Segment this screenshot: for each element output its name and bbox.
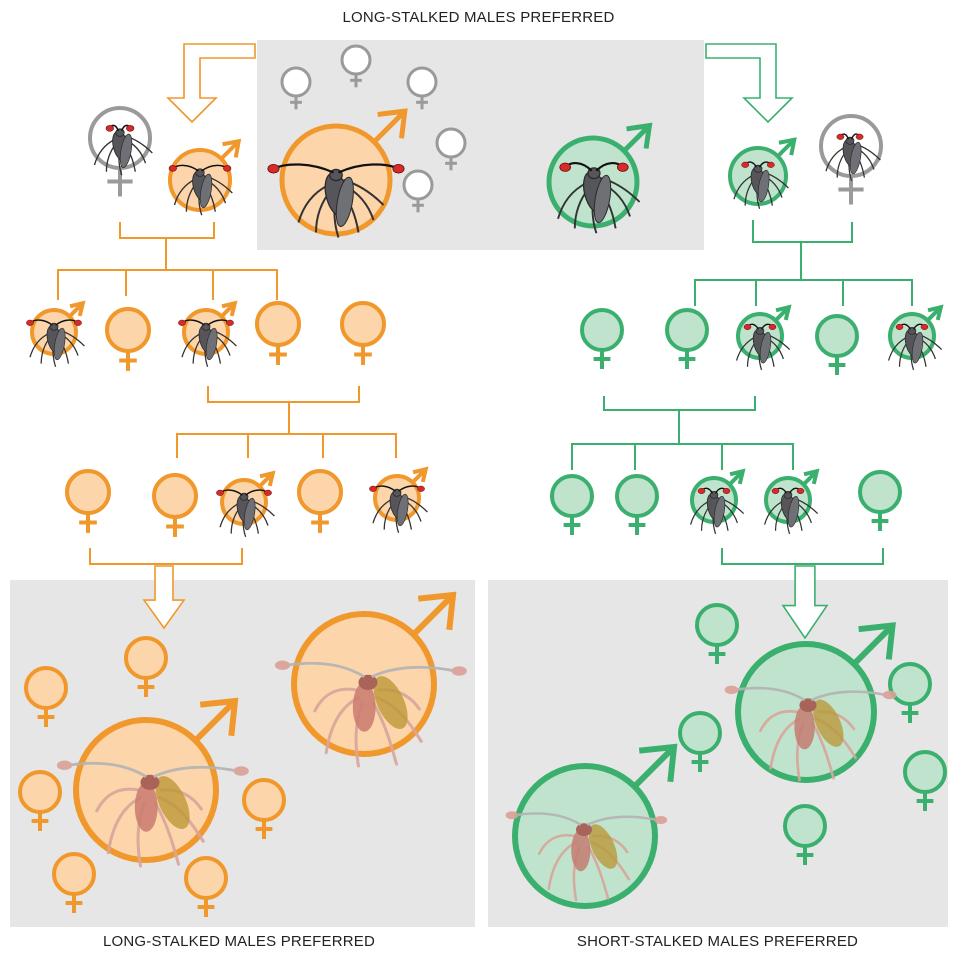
stalk-eyed-fly-icon — [274, 660, 467, 768]
down-arrow-icon — [781, 565, 829, 640]
stalk-eyed-fly-icon — [178, 319, 237, 368]
stalk-eyed-fly-icon — [825, 133, 881, 182]
stalk-eyed-fly-icon — [764, 487, 819, 535]
female-symbol-icon — [615, 474, 659, 535]
lineage-connector — [603, 396, 756, 411]
down-arrow-icon — [142, 565, 186, 630]
lineage-connector — [176, 433, 397, 458]
female-symbol-icon — [815, 314, 859, 375]
female-symbol-icon — [858, 470, 902, 531]
lineage-connector — [89, 548, 243, 565]
female-symbol-icon — [297, 469, 343, 533]
stalk-eyed-fly-icon — [690, 487, 745, 535]
female-symbol-icon — [340, 44, 372, 88]
female-symbol-icon — [695, 603, 739, 664]
stalk-eyed-fly-icon — [93, 124, 153, 176]
female-symbol-icon — [550, 474, 594, 535]
female-symbol-icon — [18, 770, 62, 831]
female-symbol-icon — [903, 750, 947, 811]
lineage-connector — [571, 443, 794, 470]
female-symbol-icon — [678, 711, 722, 772]
lineage-connector — [119, 222, 215, 239]
female-symbol-icon — [665, 308, 709, 369]
female-symbol-icon — [52, 852, 96, 913]
stalk-eyed-fly-icon — [56, 760, 249, 868]
lineage-connector — [694, 279, 913, 306]
female-symbol-icon — [65, 469, 111, 533]
female-symbol-icon — [340, 301, 386, 365]
female-symbol-icon — [406, 66, 438, 110]
stalk-eyed-fly-icon — [733, 161, 789, 210]
caption-top: LONG-STALKED MALES PREFERRED — [342, 9, 615, 26]
lineage-connector — [752, 220, 853, 243]
stalk-eyed-fly-icon — [26, 319, 85, 368]
stalk-eyed-fly-icon — [724, 685, 897, 782]
female-symbol-icon — [783, 804, 827, 865]
stalk-eyed-fly-icon — [369, 485, 428, 534]
female-symbol-icon — [280, 66, 312, 110]
stalk-eyed-fly-icon — [216, 489, 275, 538]
down-arrow-icon — [166, 43, 256, 124]
stalk-eyed-fly-icon — [557, 162, 641, 234]
female-symbol-icon — [184, 856, 228, 917]
stalk-eyed-fly-icon — [168, 164, 233, 216]
down-arrow-icon — [705, 43, 794, 124]
stalk-eyed-fly-icon — [505, 811, 668, 902]
female-symbol-icon — [24, 666, 68, 727]
female-symbol-icon — [435, 127, 467, 171]
caption-bottom-right: SHORT-STALKED MALES PREFERRED — [576, 933, 859, 950]
female-symbol-icon — [402, 169, 434, 213]
lineage-connector — [207, 386, 360, 403]
lineage-connector — [57, 269, 278, 300]
caption-bottom-left: LONG-STALKED MALES PREFERRED — [102, 933, 376, 950]
female-symbol-icon — [105, 307, 151, 371]
female-symbol-icon — [242, 778, 286, 839]
female-symbol-icon — [152, 473, 198, 537]
lineage-connector — [721, 548, 884, 565]
female-symbol-icon — [124, 636, 168, 697]
female-symbol-icon — [580, 308, 624, 369]
stalk-eyed-fly-icon — [888, 323, 943, 371]
stalk-eyed-fly-icon — [736, 323, 791, 371]
female-symbol-icon — [255, 301, 301, 365]
stalk-eyed-fly-icon — [267, 163, 405, 238]
female-symbol-icon — [888, 662, 932, 723]
